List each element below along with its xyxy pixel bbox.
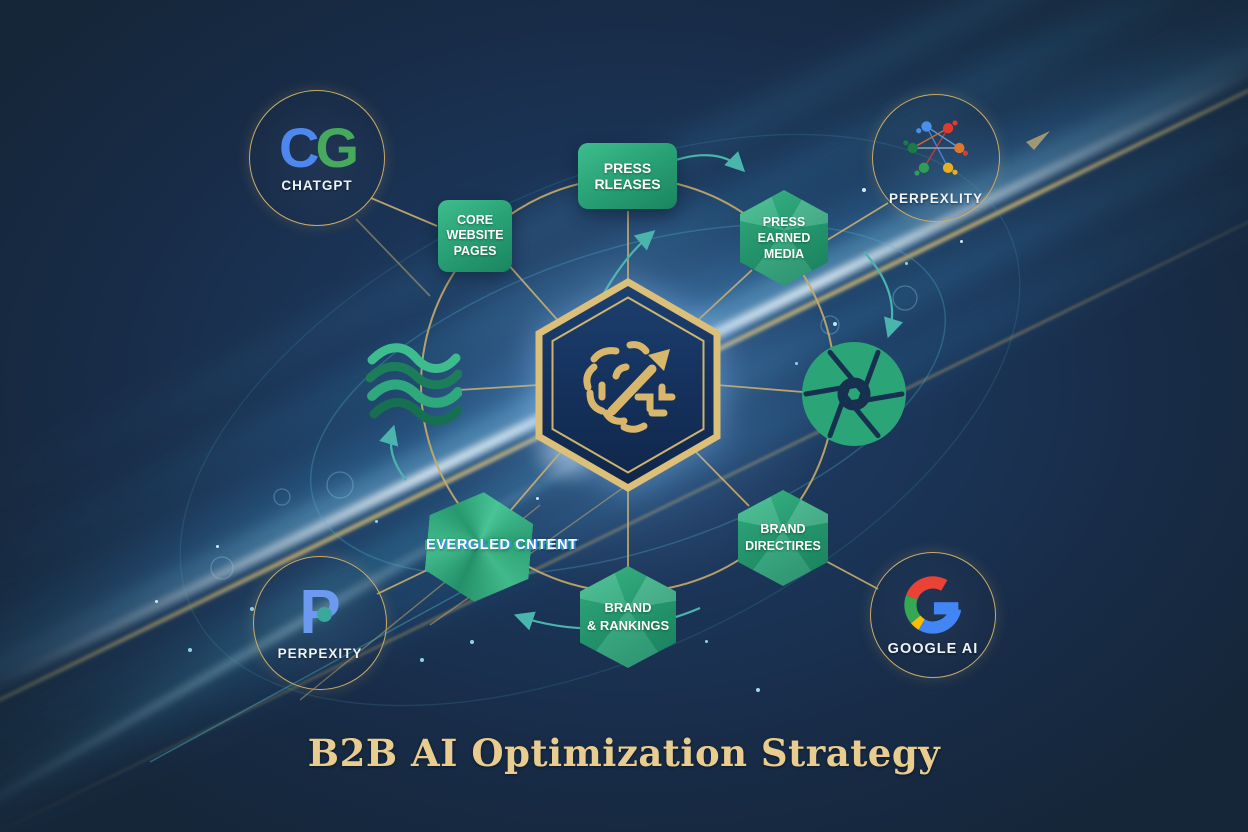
perplexity-p-logo: P [299,582,340,644]
platform-google-ai: GOOGLE AI [870,552,996,678]
platform-perplexity-top: PERPEXLITY [872,94,1000,222]
chatgpt-label: CHATGPT [281,178,353,194]
platform-chatgpt: CG CHATGPT [249,90,385,226]
colored-network-icon [903,120,968,176]
diagram-title: B2B AI Optimization Strategy [307,731,941,775]
perplexity-top-label: PERPEXLITY [888,191,984,206]
google-g-icon [904,575,962,634]
evergreen-content-label: EVERGLED CNTENT [426,537,578,553]
platform-perplexity-bottom: P PERPEXITY [253,556,387,690]
perplexity-bottom-label: PERPEXITY [277,645,363,661]
central-hub-hexagon [535,277,721,493]
gold-arrow-icon [1026,131,1050,150]
aperture-icon [802,342,906,446]
chatgpt-cg-logo: CG [278,115,359,179]
node-press-releases: PRESS RLEASES [578,143,677,209]
p-logo-dot [316,607,332,623]
node-core-website-pages: CORE WEBSITE PAGES [438,200,512,272]
google-ai-label: GOOGLE AI [887,640,979,657]
waves-icon [366,343,462,426]
